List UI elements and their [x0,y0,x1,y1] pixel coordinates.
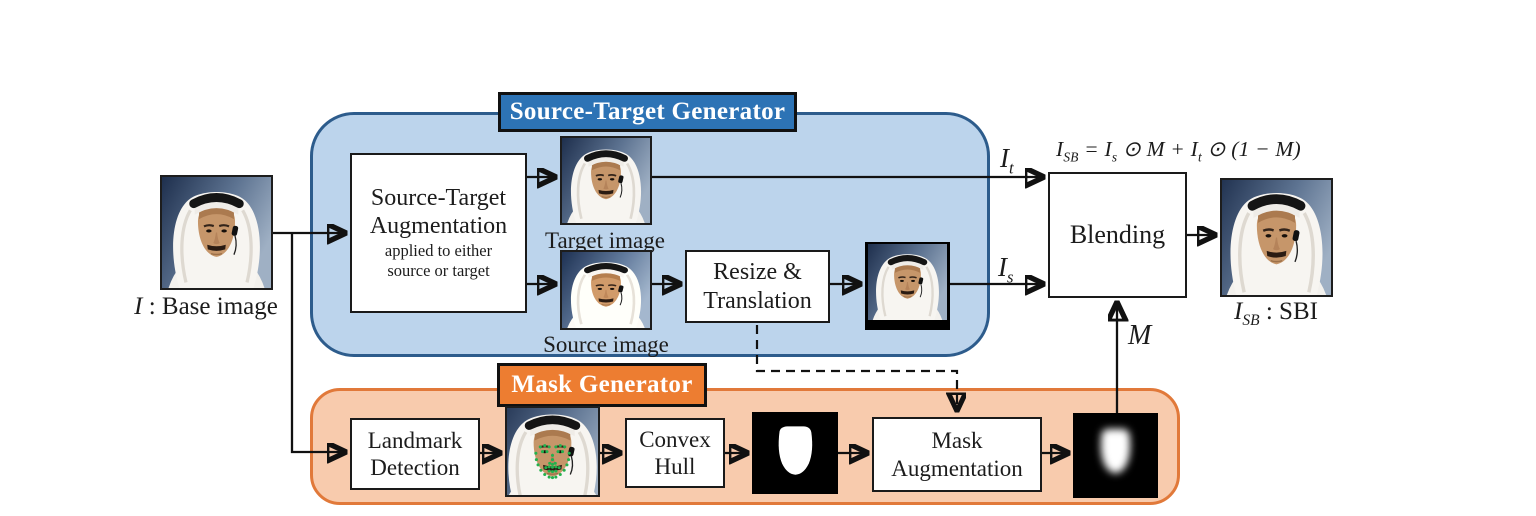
f-sub3: t [1197,149,1202,165]
sbi-rest: : SBI [1259,298,1318,325]
source-target-generator-badge: Source-Target Generator [498,92,797,132]
aug-line1: Source-Target [370,185,507,212]
f-sub1: SB [1063,149,1079,165]
binary-mask-image [752,412,838,494]
is-base: I [998,252,1007,282]
convex-line2: Hull [654,454,696,479]
label-input-source: Is [998,252,1014,287]
f-i2: I [1104,137,1112,161]
maskaug-line1: Mask [931,428,983,454]
maskaug-line2: Augmentation [891,455,1023,481]
mask-augmentation-box: Mask Augmentation [872,417,1042,492]
source-target-augmentation-box: Source-Target Augmentation applied to ei… [350,153,527,313]
resize-line2: Translation [703,287,812,314]
f-odot2: ⊙ [1201,137,1232,161]
source-face-image [560,250,652,330]
resize-line1: Resize & [713,259,802,286]
soft-mask-image [1073,413,1158,498]
landmark-line2: Detection [370,455,460,480]
f-i1: I [1056,137,1064,161]
mask-generator-badge: Mask Generator [497,363,707,407]
label-input-target: It [1000,143,1014,178]
sbi-caption: ISB : SBI [1196,298,1356,330]
f-eq: = [1078,137,1105,161]
source-caption-text: Source image [543,332,669,357]
sbi-base: I [1234,298,1243,325]
target-caption-text: Target image [545,228,665,253]
f-plus: + [1164,137,1191,161]
mask-gen-title: Mask Generator [511,371,693,398]
resize-translation-box: Resize & Translation [685,250,830,323]
blending-formula: ISB = Is ⊙ M + It ⊙ (1 − M) [1056,137,1301,165]
f-odot1: ⊙ [1117,137,1147,161]
convex-hull-box: Convex Hull [625,418,725,488]
landmark-face-image [505,406,600,497]
convex-line1: Convex [639,426,711,452]
blending-box: Blending [1048,172,1187,298]
aug-line2: Augmentation [369,213,508,240]
stg-title: Source-Target Generator [509,98,786,125]
blending-label: Blending [1069,219,1166,249]
f-sub2: s [1111,149,1118,165]
sbi-sub: SB [1242,312,1260,329]
f-tail: (1 − M) [1231,137,1301,161]
base-var: I [134,293,143,320]
target-face-image [560,136,652,225]
f-i3: I [1190,137,1198,161]
m-text: M [1128,320,1152,351]
sbi-face-image [1220,178,1333,297]
it-sub: t [1009,158,1014,178]
target-image-caption: Target image [525,228,685,254]
landmark-line1: Landmark [367,427,463,453]
aug-note1: applied to either [384,240,493,260]
source-image-caption: Source image [526,332,686,358]
base-rest: : Base image [142,293,278,320]
label-mask-input: M [1128,320,1151,352]
it-base: I [1000,143,1009,173]
resized-face-image [865,242,950,330]
base-image-caption: I : Base image [126,293,286,321]
aug-note2: source or target [387,261,490,281]
base-face-image [160,175,273,290]
is-sub: s [1007,267,1014,287]
f-m1: M [1146,137,1165,161]
landmark-detection-box: Landmark Detection [350,418,480,490]
